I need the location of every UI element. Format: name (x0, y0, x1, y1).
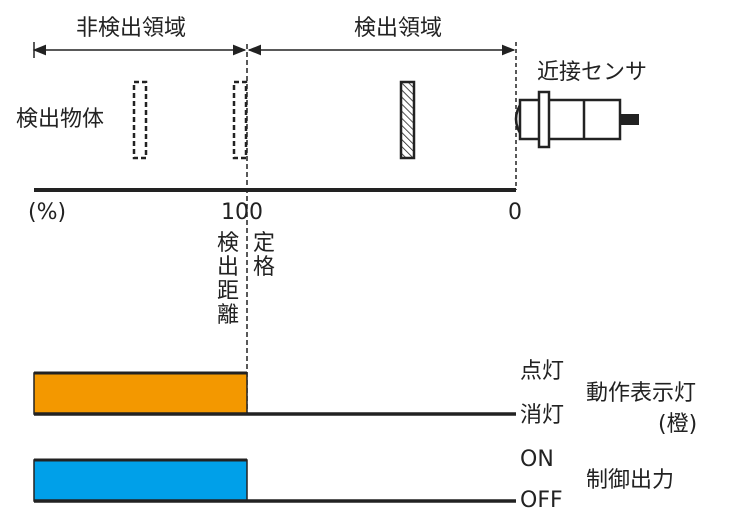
object-detected-hatched (399, 80, 416, 160)
rated-vertical-label: 定格 (252, 231, 275, 280)
scale-unit: (%) (28, 200, 67, 225)
detection-distance-vertical-label: 検出距離 (216, 231, 239, 328)
detection-area-label: 検出領域 (354, 16, 443, 41)
indicator-off-state-label: 消灯 (520, 403, 565, 428)
sensor-label: 近接センサ (537, 60, 648, 85)
object-label: 検出物体 (16, 107, 105, 132)
output-off-state-label: OFF (520, 488, 563, 513)
non-detection-area-label: 非検出領域 (76, 16, 187, 41)
indicator-name-label: 動作表示灯 (586, 381, 697, 406)
indicator-on-bar (33, 372, 248, 415)
indicator-on-state-label: 点灯 (520, 359, 565, 384)
object-far-dashed (132, 80, 148, 160)
scale-100-label: 100 (221, 200, 263, 225)
indicator-color-note: (橙) (658, 412, 698, 437)
output-name-label: 制御出力 (586, 468, 675, 493)
output-on-state-label: ON (520, 447, 554, 472)
proximity-sensor-icon (514, 90, 639, 149)
output-on-bar (33, 459, 248, 502)
object-threshold-dashed (232, 80, 248, 160)
scale-0-label: 0 (508, 200, 522, 225)
